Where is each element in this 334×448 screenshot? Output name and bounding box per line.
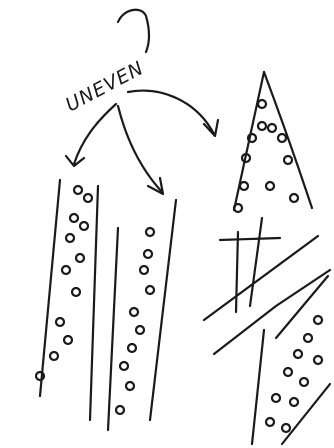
uneven-label: UNEVEN	[62, 57, 148, 116]
arrow-icon	[128, 91, 218, 136]
label-scribble	[118, 10, 149, 52]
uneven-strip-left	[36, 180, 98, 420]
triangle-cluster-icon	[234, 72, 312, 212]
uneven-strip-right	[252, 276, 330, 444]
arrow-icon	[118, 106, 163, 194]
uneven-strip-middle	[108, 200, 176, 430]
crossing-lines-icon	[204, 218, 330, 354]
